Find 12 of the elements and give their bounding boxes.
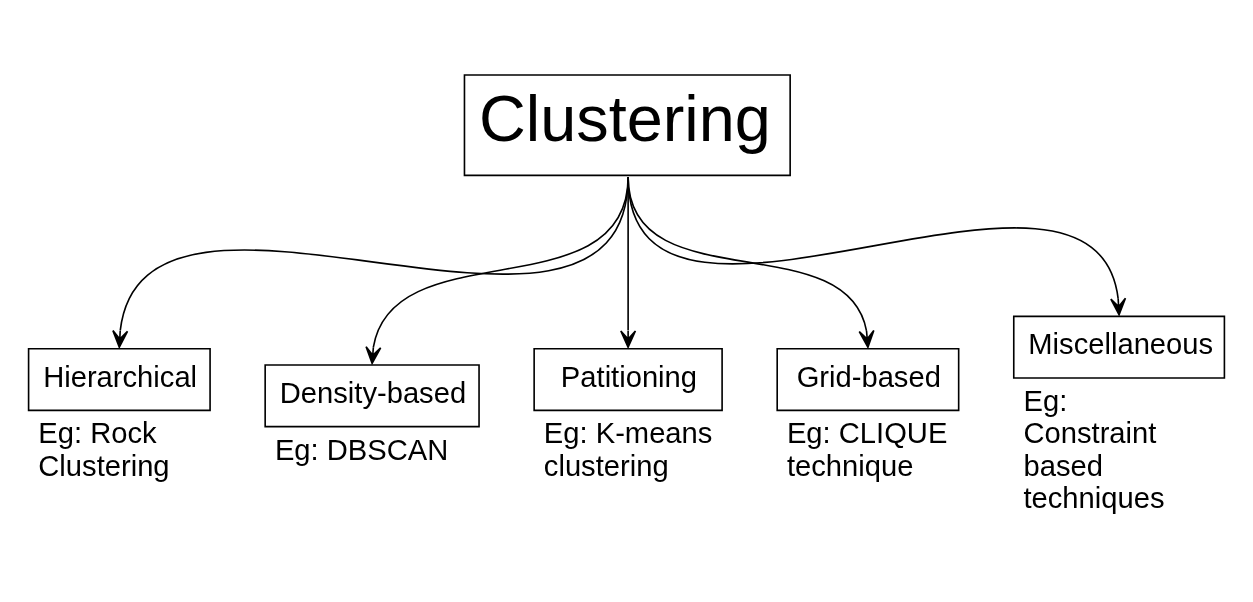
node-label: Eg: K-means clustering xyxy=(543,417,713,482)
node-box: Density-based xyxy=(264,364,480,428)
node-box: Miscellaneous xyxy=(1012,315,1226,379)
arrow xyxy=(627,176,1127,316)
node-label: Eg: Constraint based techniques xyxy=(1023,385,1165,515)
node-box: Hierarchical xyxy=(27,348,211,412)
node-box: Clustering xyxy=(463,74,791,177)
node-label: Eg: CLIQUE technique xyxy=(786,417,948,482)
node-box: Grid-based xyxy=(776,348,960,412)
node-label: Eg: Rock Clustering xyxy=(38,417,170,482)
node-label: Eg: DBSCAN xyxy=(274,433,449,466)
node-box: Patitioning xyxy=(533,348,723,412)
